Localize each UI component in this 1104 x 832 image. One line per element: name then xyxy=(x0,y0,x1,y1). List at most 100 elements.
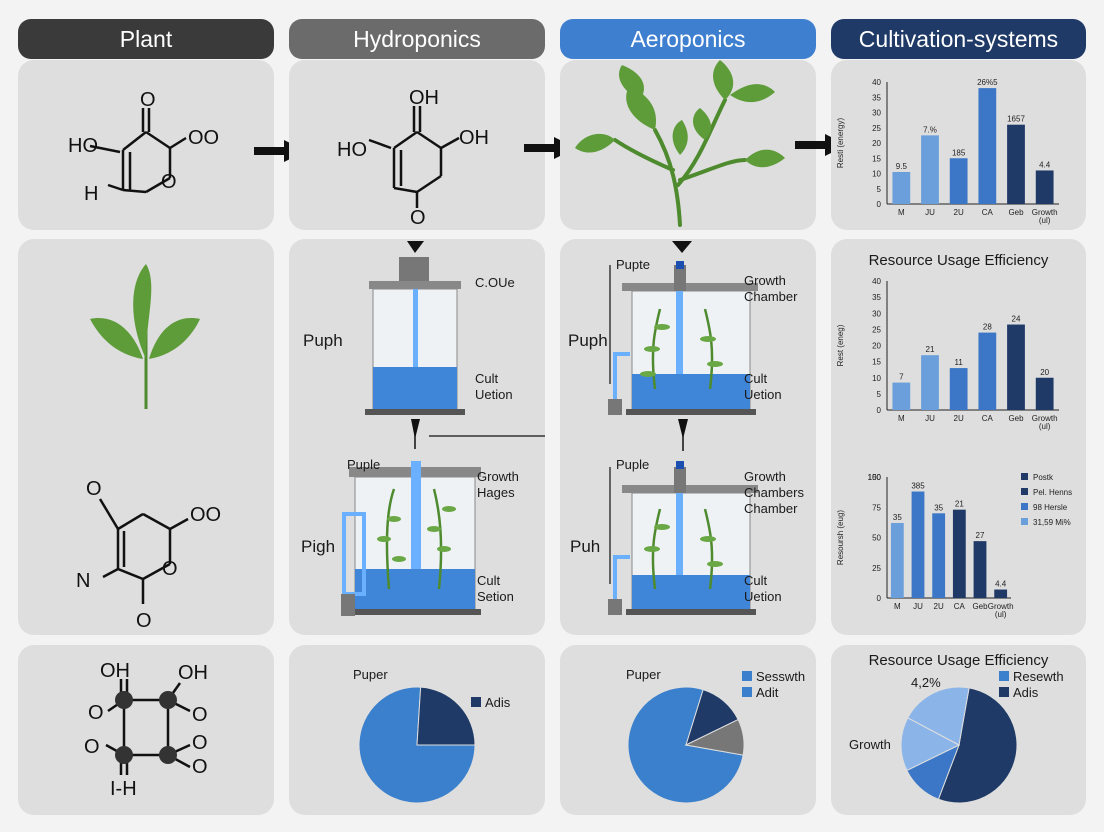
bar xyxy=(1035,377,1054,410)
bar xyxy=(1035,170,1054,204)
pie-chart-2 xyxy=(627,686,745,804)
y-tick-label: 15 xyxy=(872,154,881,163)
y-tick-label: 50 xyxy=(872,534,881,543)
legend-item: Adis xyxy=(999,685,1038,701)
atom-label: H xyxy=(84,183,98,205)
x-tick-label: (ul) xyxy=(1039,422,1051,431)
bar xyxy=(932,513,946,598)
y-tick-label: 0 xyxy=(877,406,882,415)
tank-label: Puh xyxy=(570,537,601,556)
x-tick-label: Geb xyxy=(972,602,988,611)
x-tick-label: 2U xyxy=(934,602,944,611)
y-tick-label: 25 xyxy=(872,325,881,334)
y-tick-label: 15 xyxy=(872,358,881,367)
pie-chart-3 xyxy=(900,686,1018,804)
tank-label: Uetion xyxy=(744,387,782,402)
data-label: 7 xyxy=(899,373,904,382)
tank-label: Cult xyxy=(477,573,501,588)
pie-slice xyxy=(416,686,476,746)
pie-slice xyxy=(937,687,1018,804)
y-tick-label: 35 xyxy=(872,293,881,302)
y-tick-label: 25 xyxy=(872,124,881,133)
header-plant: Plant xyxy=(18,19,274,59)
atom-label: O xyxy=(136,610,152,632)
x-tick-label: (ul) xyxy=(1039,216,1051,225)
data-label: 4.4 xyxy=(995,580,1007,589)
data-label: 385 xyxy=(911,482,925,491)
atom-label: OH xyxy=(100,660,130,682)
leaf-illustration xyxy=(90,264,200,410)
bar xyxy=(892,171,911,204)
cell-plant-leaf-molecule: O OO N O O xyxy=(18,239,274,635)
x-tick-label: CA xyxy=(982,208,994,217)
y-tick-label: 10 xyxy=(872,170,881,179)
legend-label: 98 Hersle xyxy=(1033,503,1068,512)
legend-swatch xyxy=(999,687,1009,697)
plant-illustration xyxy=(575,60,785,227)
tank-label: Uetion xyxy=(744,589,782,604)
y-tick-label: 20 xyxy=(872,139,881,148)
bar xyxy=(978,88,997,204)
molecule-diagram: O HO OO O H xyxy=(68,89,219,205)
y-tick-label: 0 xyxy=(877,200,882,209)
x-tick-label: (ul) xyxy=(995,610,1007,619)
tank-label: Puph xyxy=(568,331,608,350)
legend-swatch xyxy=(999,671,1009,681)
hydroponic-tank-diagram xyxy=(341,241,545,616)
atom-label: OO xyxy=(190,504,221,526)
bar xyxy=(921,355,939,410)
molecule-diagram: OH OH O O O O O I-H xyxy=(84,660,208,800)
atom-label: OH xyxy=(178,662,208,684)
legend-swatch xyxy=(742,687,752,697)
header-hydroponics: Hydroponics xyxy=(289,19,545,59)
cell-hydro-tanks: C.OUe Puph Cult Uetion Puple Growth Hage… xyxy=(289,239,545,635)
legend-label: 31,59 Mi% xyxy=(1033,518,1071,527)
data-label: 1657 xyxy=(1007,115,1025,124)
legend-item: Sesswth xyxy=(742,669,805,685)
legend-label: Adis xyxy=(485,695,511,710)
cell-pie-3: Resource Usage Efficiency 4,2% Growth Re… xyxy=(831,645,1086,815)
legend-label: Sesswth xyxy=(756,669,806,684)
legend-label: Postk xyxy=(1033,473,1054,482)
bar xyxy=(1007,124,1025,204)
legend-item: Adit xyxy=(742,685,778,701)
y-tick-label: 0 xyxy=(877,594,882,603)
tank-label: Puph xyxy=(303,331,343,350)
x-tick-label: JU xyxy=(913,602,923,611)
tank-label: Uetion xyxy=(475,387,513,402)
bar xyxy=(994,589,1008,598)
data-label: 9.5 xyxy=(896,162,908,171)
atom-label: HO xyxy=(68,135,98,157)
bar xyxy=(978,332,997,410)
pie-slice xyxy=(900,717,961,772)
pie-growth-label: Growth xyxy=(849,737,891,752)
y-tick-label: 20 xyxy=(872,342,881,351)
y-tick-label: 5 xyxy=(877,185,882,194)
pie-chart-1 xyxy=(358,686,476,804)
data-label: 35 xyxy=(893,513,902,522)
x-tick-label: 2U xyxy=(954,208,964,217)
x-tick-label: CA xyxy=(982,414,994,423)
tank-label: Chamber xyxy=(744,289,798,304)
atom-label: OH xyxy=(409,87,439,109)
atom-label: O xyxy=(84,736,100,758)
legend-swatch xyxy=(1021,518,1028,525)
atom-label: O xyxy=(140,89,156,111)
legend-label: Resewth xyxy=(1013,669,1064,684)
atom-label: O xyxy=(161,171,177,193)
x-tick-label: JU xyxy=(925,414,935,423)
tank-label: Growth xyxy=(744,273,786,288)
atom-label: O xyxy=(192,732,208,754)
tank-label: Cult xyxy=(744,573,768,588)
atom-label: O xyxy=(410,207,426,229)
legend-swatch xyxy=(1021,488,1028,495)
atom-label: O xyxy=(88,702,104,724)
legend-item: Resewth xyxy=(999,669,1064,685)
y-tick-label: 5 xyxy=(877,390,882,399)
aeroponic-tank-diagram xyxy=(608,241,758,615)
data-label: 7.% xyxy=(923,125,937,134)
